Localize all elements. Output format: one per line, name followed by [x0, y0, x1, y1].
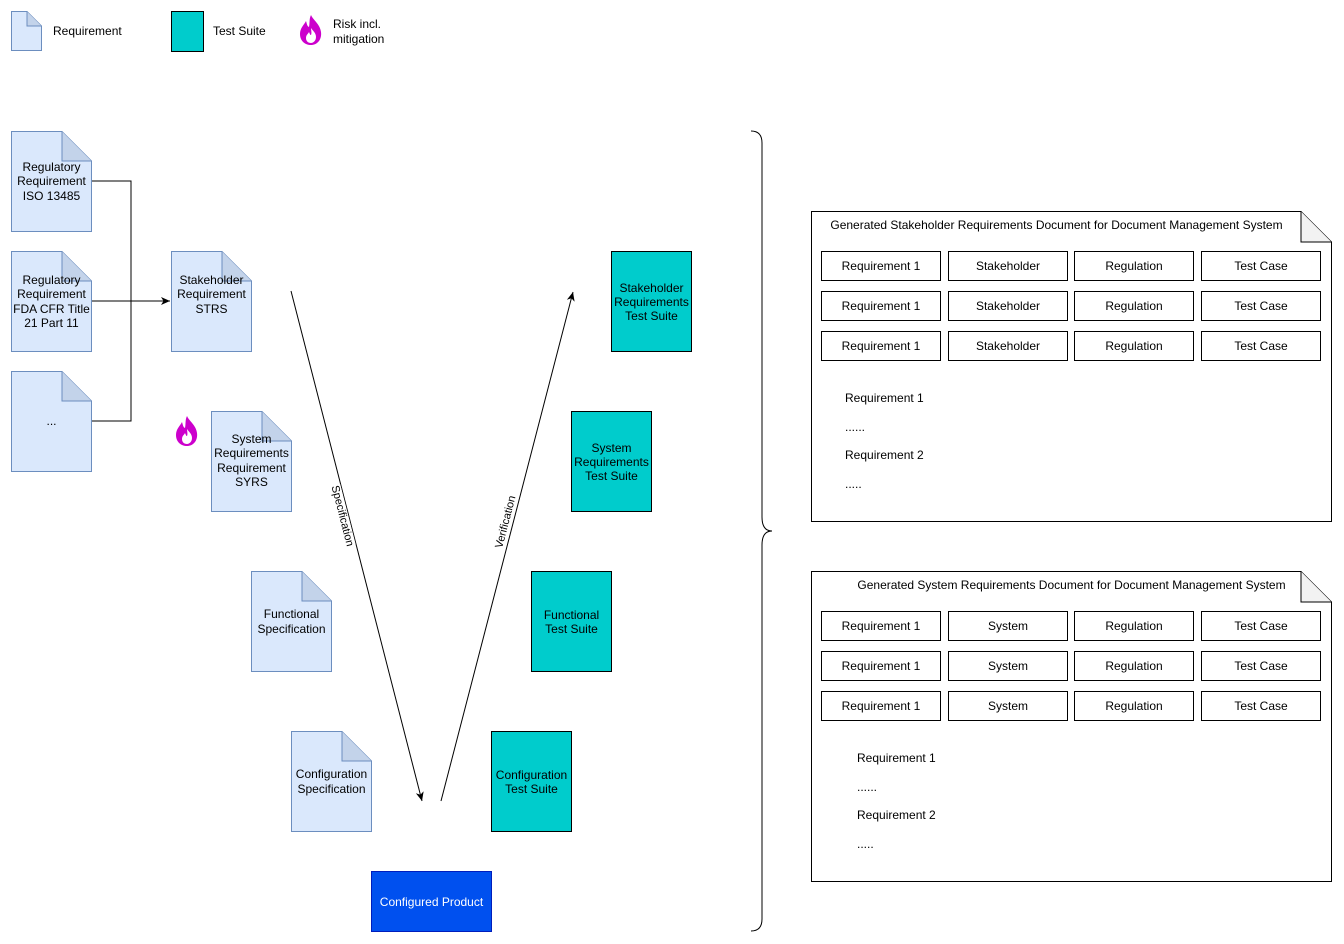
table-cell: Regulation — [1074, 651, 1194, 681]
requirement-strs: Stakeholder Requirement STRS — [171, 251, 252, 352]
flame-icon — [298, 14, 324, 46]
table-cell: Regulation — [1074, 291, 1194, 321]
connector-more — [92, 301, 132, 422]
legend-requirement-label: Requirement — [53, 24, 122, 38]
table-cell: Regulation — [1074, 611, 1194, 641]
table-cell: Regulation — [1074, 691, 1194, 721]
configured-product: Configured Product — [371, 871, 492, 932]
table-cell: Regulation — [1074, 251, 1194, 281]
table-cell: System — [948, 651, 1068, 681]
requirement-configuration-spec: Configuration Specification — [291, 731, 372, 832]
connector-iso — [92, 180, 132, 301]
requirement-functional-label: Functional Specification — [257, 607, 326, 636]
requirement-iso-label: Regulatory Requirement ISO 13485 — [17, 159, 86, 203]
test-suite-configuration: Configuration Test Suite — [491, 731, 572, 832]
doc-note: ...... — [857, 780, 878, 794]
requirement-syrs-label: System Requirements Requirement SYRS — [214, 431, 289, 490]
table-cell: Test Case — [1201, 691, 1321, 721]
doc-note: Requirement 2 — [857, 808, 936, 822]
verification-arrow — [440, 291, 575, 802]
legend-requirement-shape — [11, 11, 42, 51]
requirement-syrs: System Requirements Requirement SYRS — [211, 411, 292, 512]
doc-note: Requirement 1 — [857, 751, 936, 765]
table-cell: Requirement 1 — [821, 651, 941, 681]
generated-doc-title: Generated System Requirements Document f… — [857, 578, 1286, 592]
doc-note: ...... — [845, 420, 866, 434]
table-cell: Test Case — [1201, 651, 1321, 681]
table-cell: Regulation — [1074, 331, 1194, 361]
test-suite-functional: Functional Test Suite — [531, 571, 612, 672]
curly-brace — [750, 130, 773, 932]
doc-note: Requirement 1 — [845, 391, 924, 405]
requirement-more-label: ... — [46, 414, 57, 429]
generated-doc-stakeholder: Generated Stakeholder Requirements Docum… — [811, 211, 1332, 522]
table-cell: Requirement 1 — [821, 611, 941, 641]
table-cell: Requirement 1 — [821, 251, 941, 281]
table-cell: Test Case — [1201, 611, 1321, 641]
table-cell: Test Case — [1201, 291, 1321, 321]
doc-note: Requirement 2 — [845, 448, 924, 462]
requirement-strs-label: Stakeholder Requirement STRS — [177, 272, 246, 316]
legend-test-suite-label: Test Suite — [213, 24, 266, 38]
table-cell: System — [948, 611, 1068, 641]
table-cell: Stakeholder — [948, 291, 1068, 321]
test-suite-stakeholder: Stakeholder Requirements Test Suite — [611, 251, 692, 352]
requirement-fda: Regulatory Requirement FDA CFR Title 21 … — [11, 251, 92, 352]
test-suite-system: System Requirements Test Suite — [571, 411, 652, 512]
doc-note: ..... — [857, 837, 874, 851]
doc-note: ..... — [845, 477, 862, 491]
table-cell: System — [948, 691, 1068, 721]
table-cell: Stakeholder — [948, 251, 1068, 281]
requirement-more: ... — [11, 371, 92, 472]
table-cell: Requirement 1 — [821, 291, 941, 321]
table-cell: Test Case — [1201, 331, 1321, 361]
requirement-functional-spec: Functional Specification — [251, 571, 332, 672]
table-cell: Test Case — [1201, 251, 1321, 281]
legend-test-suite-shape — [171, 11, 204, 52]
requirement-configuration-label: Configuration Specification — [295, 767, 368, 796]
flame-icon — [174, 415, 200, 447]
table-cell: Stakeholder — [948, 331, 1068, 361]
generated-doc-title: Generated Stakeholder Requirements Docum… — [830, 218, 1283, 232]
legend-risk-label: Risk incl. mitigation — [333, 17, 385, 46]
generated-doc-system: Generated System Requirements Document f… — [811, 571, 1332, 882]
specification-arrow — [290, 290, 424, 802]
table-cell: Requirement 1 — [821, 691, 941, 721]
table-cell: Requirement 1 — [821, 331, 941, 361]
requirement-iso-13485: Regulatory Requirement ISO 13485 — [11, 131, 92, 232]
requirement-fda-label: Regulatory Requirement FDA CFR Title 21 … — [13, 272, 90, 331]
